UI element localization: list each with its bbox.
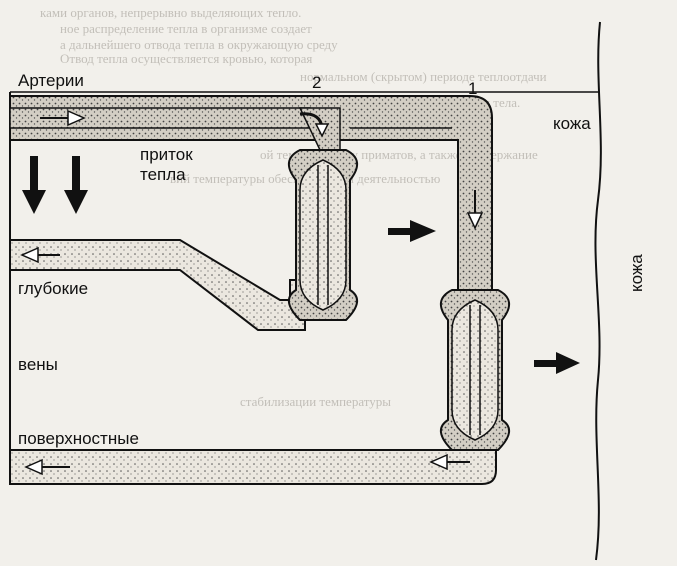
- deep-vein-flow-arrow: [20, 246, 60, 264]
- exchanger-2-inner: [299, 159, 347, 311]
- background-text-line-5: нормальном (скрытом) периоде теплоотдачи: [300, 69, 547, 84]
- heat-right-arrow-2: [534, 352, 580, 374]
- background-text-line-9: стабилизации температуры: [240, 394, 392, 409]
- artery-flow-arrow: [40, 109, 86, 127]
- label-arteries: Артерии: [18, 71, 84, 90]
- label-marker-1: 1: [468, 79, 478, 98]
- label-skin-side: кожа: [627, 254, 646, 292]
- skin-boundary: [594, 21, 602, 561]
- background-text-line-3: а дальнейшего отвода тепла в окружающую …: [60, 37, 338, 52]
- label-skin-top: кожа: [553, 114, 591, 133]
- branch-arrow-head: [314, 123, 330, 138]
- exchanger-1-inner: [451, 299, 499, 441]
- artery-down-flow-arrow: [466, 190, 484, 230]
- heat-down-arrow-1: [22, 156, 46, 214]
- background-text-line-2: ное распределение тепла в организме созд…: [60, 21, 312, 36]
- label-heat-inflow-line-2: тепла: [140, 165, 186, 184]
- heat-right-arrow-1: [388, 220, 436, 242]
- label-marker-2: 2: [312, 73, 322, 92]
- label-veins: вены: [18, 355, 58, 374]
- label-deep: глубокие: [18, 279, 89, 298]
- label-superficial: поверхностные: [18, 429, 139, 448]
- superficial-flow-arrow-left: [24, 458, 70, 476]
- superficial-flow-arrow-right: [429, 453, 470, 471]
- background-text-line-1: ками органов, непрерывно выделяющих тепл…: [40, 5, 302, 20]
- label-heat-inflow-line-1: приток: [140, 145, 193, 164]
- heat-down-arrow-2: [64, 156, 88, 214]
- background-text-line-4: Отвод тепла осуществляется кровью, котор…: [60, 51, 313, 66]
